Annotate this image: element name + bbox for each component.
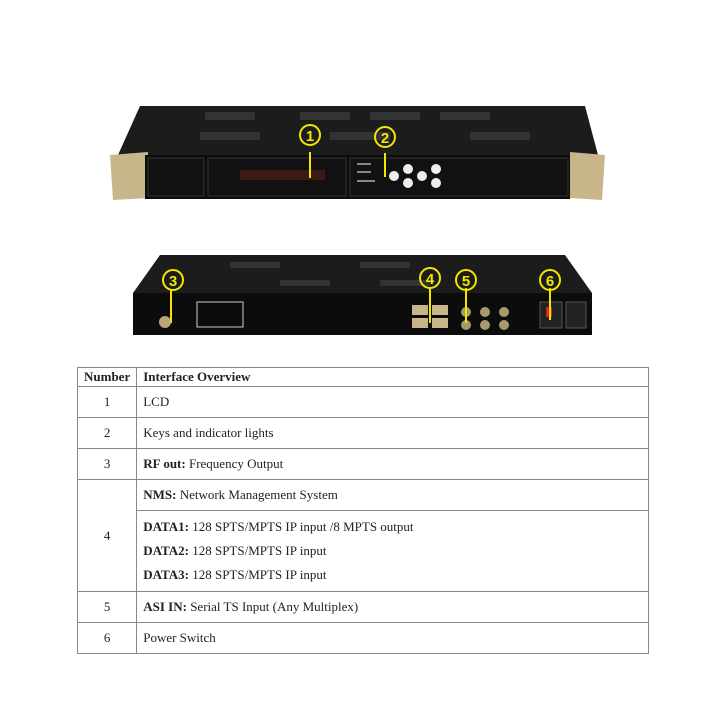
table-row: 1 LCD (76, 386, 649, 418)
rear-panel-device (133, 255, 592, 335)
table-row: 4 NMS: Network Management System (76, 479, 649, 592)
front-panel-device (110, 106, 605, 200)
desc-label: ASI IN: (143, 599, 187, 614)
callout-markers (162, 124, 561, 323)
desc-text: 128 SPTS/MPTS IP input (188, 543, 327, 558)
desc-text: Serial TS Input (Any Multiplex) (186, 599, 359, 614)
header-number: Number (76, 367, 138, 387)
desc-label: DATA3: (143, 567, 189, 582)
desc-text: Power Switch (143, 630, 216, 645)
row-number: 1 (76, 386, 138, 418)
row-desc: LCD (136, 386, 649, 418)
callout-3: 3 (169, 273, 177, 290)
front-keys (389, 164, 441, 188)
table-row: 2 Keys and indicator lights (76, 417, 649, 449)
table-row: DATA1: 128 SPTS/MPTS IP input /8 MPTS ou… (78, 510, 649, 592)
row-desc: NMS: Network Management System (136, 479, 649, 511)
row-desc: Keys and indicator lights (136, 417, 649, 449)
interface-overview-table: Number Interface Overview 1 LCD 2 Keys a… (76, 367, 649, 654)
desc-text: 128 SPTS/MPTS IP input /8 MPTS output (188, 519, 414, 534)
desc-text: Network Management System (176, 487, 338, 502)
lcd-display (240, 170, 325, 180)
desc-label: NMS: (143, 487, 177, 502)
rack-ear-right (570, 152, 605, 200)
row-number: 4 (76, 479, 138, 592)
callout-2: 2 (381, 130, 389, 147)
row-number: 5 (76, 591, 138, 623)
callout-4: 4 (426, 271, 435, 288)
row-number: 3 (76, 448, 138, 480)
callout-5: 5 (462, 273, 470, 290)
desc-text: Keys and indicator lights (143, 425, 274, 440)
rack-ear-left (110, 152, 148, 200)
desc-label: DATA2: (143, 543, 189, 558)
asi-connectors (461, 307, 509, 330)
table-row: 6 Power Switch (76, 622, 649, 654)
row-desc: RF out: Frequency Output (136, 448, 649, 480)
row-number: 6 (76, 622, 138, 654)
callout-6: 6 (546, 273, 554, 290)
rf-out-connector (159, 316, 171, 328)
desc-label: RF out: (143, 456, 186, 471)
desc-text: LCD (143, 394, 170, 409)
callout-1: 1 (306, 128, 314, 145)
row-desc: DATA1: 128 SPTS/MPTS IP input /8 MPTS ou… (136, 510, 649, 592)
device-images: 1 2 3 4 5 6 (110, 106, 605, 335)
table-header: Number Interface Overview (76, 367, 649, 387)
desc-text: 128 SPTS/MPTS IP input (188, 567, 327, 582)
header-overview: Interface Overview (136, 367, 649, 387)
table-row: 5 ASI IN: Serial TS Input (Any Multiplex… (76, 591, 649, 623)
row-desc: Power Switch (136, 622, 649, 654)
row-desc: ASI IN: Serial TS Input (Any Multiplex) (136, 591, 649, 623)
row-number: 2 (76, 417, 138, 449)
desc-text: Frequency Output (185, 456, 284, 471)
table-row: 3 RF out: Frequency Output (76, 448, 649, 480)
ethernet-ports (412, 305, 448, 328)
desc-label: DATA1: (143, 519, 189, 534)
